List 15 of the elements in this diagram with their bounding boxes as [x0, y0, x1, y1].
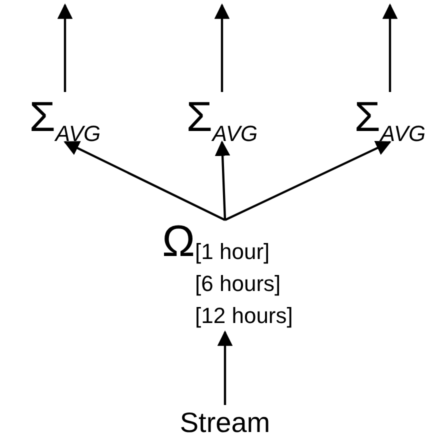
arrow [57, 3, 73, 92]
stream-label: Stream [180, 406, 270, 440]
window-label: [6 hours] [195, 270, 282, 298]
arrow [214, 3, 230, 92]
arrow [382, 3, 398, 92]
window-label: [1 hour] [195, 238, 271, 266]
sum-symbol: Σ$_{AVG}$ [29, 92, 101, 142]
arrow [224, 140, 392, 221]
sum-symbol: Σ$_{AVG}$ [186, 92, 258, 142]
arrow [217, 330, 233, 405]
sum-symbol: Σ$_{AVG}$ [354, 92, 426, 142]
arrow [64, 141, 226, 221]
omega-symbol: Ω [162, 220, 196, 264]
arrow [214, 140, 230, 220]
window-label: [12 hours] [195, 302, 293, 330]
